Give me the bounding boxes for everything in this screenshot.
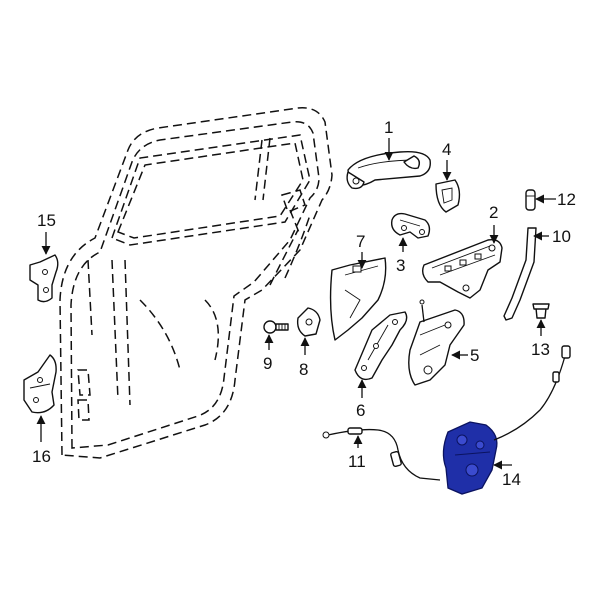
part-1-outside-handle	[346, 150, 431, 190]
callout-8: 8	[299, 360, 308, 379]
part-13-pin	[532, 303, 550, 319]
part-4-cap	[435, 179, 461, 213]
callout-11: 11	[348, 452, 366, 471]
part-2-handle-carrier	[421, 238, 503, 299]
callout-4: 4	[442, 140, 451, 159]
callout-9: 9	[263, 354, 272, 373]
callout-3: 3	[396, 256, 405, 275]
callout-7: 7	[356, 232, 365, 251]
leader-lines	[36, 138, 556, 470]
callout-5: 5	[470, 346, 479, 365]
callout-16: 16	[32, 447, 51, 466]
door-outline	[59, 107, 333, 459]
part-3-bracket	[390, 212, 431, 239]
callout-labels: 1 2 3 4 5 6 7 8 9 10 11 12 13 14 15 16	[32, 118, 576, 489]
part-16-lower-hinge	[23, 354, 57, 414]
part-9-bolt	[263, 320, 289, 334]
part-12-clip	[525, 189, 536, 211]
callout-12: 12	[557, 190, 576, 209]
part-10-rod	[503, 227, 537, 321]
callout-1: 1	[384, 118, 393, 137]
part-11-cable	[322, 427, 441, 481]
part-7-cover	[329, 257, 387, 341]
callout-6: 6	[356, 401, 365, 420]
part-14-actuator	[442, 345, 571, 495]
part-6-lever	[354, 311, 408, 381]
part-5-latch	[408, 299, 465, 386]
callout-2: 2	[489, 203, 498, 222]
part-15-upper-hinge	[29, 254, 59, 303]
callout-15: 15	[37, 211, 56, 230]
callout-14: 14	[502, 470, 521, 489]
part-8-striker	[296, 307, 321, 337]
callout-10: 10	[552, 227, 571, 246]
callout-13: 13	[531, 340, 550, 359]
